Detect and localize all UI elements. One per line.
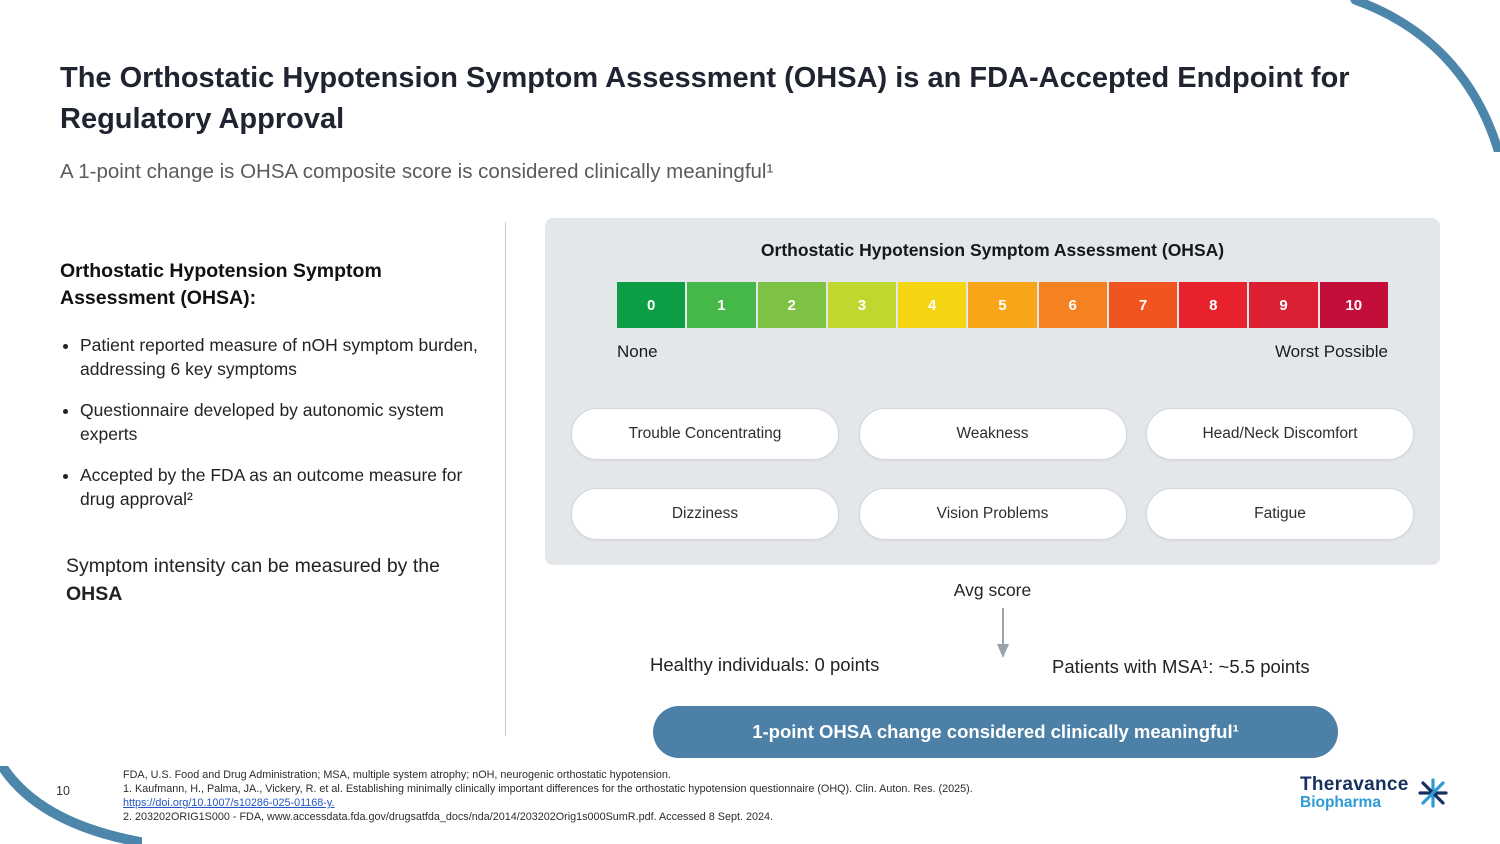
bullet-list: Patient reported measure of nOH symptom … <box>60 333 478 512</box>
bullet-item-2: Questionnaire developed by autonomic sys… <box>80 398 478 447</box>
vertical-divider <box>505 222 506 736</box>
scale-cell-0: 0 <box>617 282 686 328</box>
scale-cell-9: 9 <box>1249 282 1318 328</box>
key-message-banner: 1-point OHSA change considered clinicall… <box>653 706 1338 758</box>
left-column: Orthostatic Hypotension Symptom Assessme… <box>60 258 478 608</box>
symptom-pill-fatigue: Fatigue <box>1146 488 1414 540</box>
symptom-pill-dizziness: Dizziness <box>571 488 839 540</box>
summary-text: Symptom intensity can be measured by the… <box>66 552 478 609</box>
logo-line-1: Theravance <box>1300 774 1409 795</box>
banner-text: 1-point OHSA change considered clinicall… <box>752 721 1239 742</box>
logo-star-icon <box>1418 778 1448 808</box>
scale-cell-4: 4 <box>898 282 967 328</box>
footnote-abbreviations: FDA, U.S. Food and Drug Administration; … <box>123 769 671 781</box>
logo-line-2: Biopharma <box>1300 794 1381 811</box>
symptom-pill-vision-problems: Vision Problems <box>858 488 1127 540</box>
healthy-points-text: Healthy individuals: 0 points <box>650 654 880 675</box>
scale-cell-2: 2 <box>757 282 826 328</box>
bullet-item-3: Accepted by the FDA as an outcome measur… <box>80 463 478 512</box>
logo-text: Theravance Biopharma <box>1300 774 1409 812</box>
footnote-ref-1: 1. Kaufmann, H., Palma, JA., Vickery, R.… <box>123 783 973 796</box>
scale-cell-10: 10 <box>1319 282 1388 328</box>
msa-points-text: Patients with MSA¹: ~5.5 points <box>1052 656 1310 677</box>
theravance-logo: Theravance Biopharma <box>1300 774 1449 812</box>
panel-title: Orthostatic Hypotension Symptom Assessme… <box>760 240 1225 260</box>
scale-cell-3: 3 <box>827 282 897 328</box>
scale-labels: None Worst Possible <box>617 342 1388 362</box>
scale-cell-1: 1 <box>687 282 756 328</box>
scale-cell-6: 6 <box>1038 282 1107 328</box>
ohsa-panel: Orthostatic Hypotension Symptom Assessme… <box>545 218 1440 565</box>
scale-cell-7: 7 <box>1108 282 1178 328</box>
slide-title: The Orthostatic Hypotension Symptom Asse… <box>60 62 1350 136</box>
symptom-pill-head-neck-discomfort: Head/Neck Discomfort <box>1146 408 1414 460</box>
symptom-grid: Trouble Concentrating Weakness Head/Neck… <box>571 408 1414 540</box>
footnotes: FDA, U.S. Food and Drug Administration; … <box>123 768 1283 824</box>
left-heading: Orthostatic Hypotension Symptom Assessme… <box>60 260 382 310</box>
bullet-item-1: Patient reported measure of nOH symptom … <box>80 333 478 382</box>
page-number: 10 <box>56 784 70 798</box>
avg-score-label: Avg score <box>953 580 1032 600</box>
down-arrow-icon <box>997 608 1009 658</box>
symptom-pill-trouble-concentrating: Trouble Concentrating <box>571 408 839 460</box>
decorative-arc-bottom-left <box>0 766 142 844</box>
scale-cell-5: 5 <box>968 282 1037 328</box>
doi-link[interactable]: https://doi.org/10.1007/s10286-025-01168… <box>123 797 335 810</box>
footnote-ref-2: 2. 203202ORIG1S000 - FDA, www.accessdata… <box>123 811 774 824</box>
slide-subtitle: A 1-point change is OHSA composite score… <box>60 160 774 183</box>
scale-label-none: None <box>617 342 658 361</box>
scale-cell-8: 8 <box>1179 282 1248 328</box>
symptom-pill-weakness: Weakness <box>858 408 1127 460</box>
summary-prefix: Symptom intensity can be measured by the <box>66 554 440 577</box>
summary-bold: OHSA <box>66 582 123 605</box>
scale-label-worst: Worst Possible <box>1274 342 1388 361</box>
